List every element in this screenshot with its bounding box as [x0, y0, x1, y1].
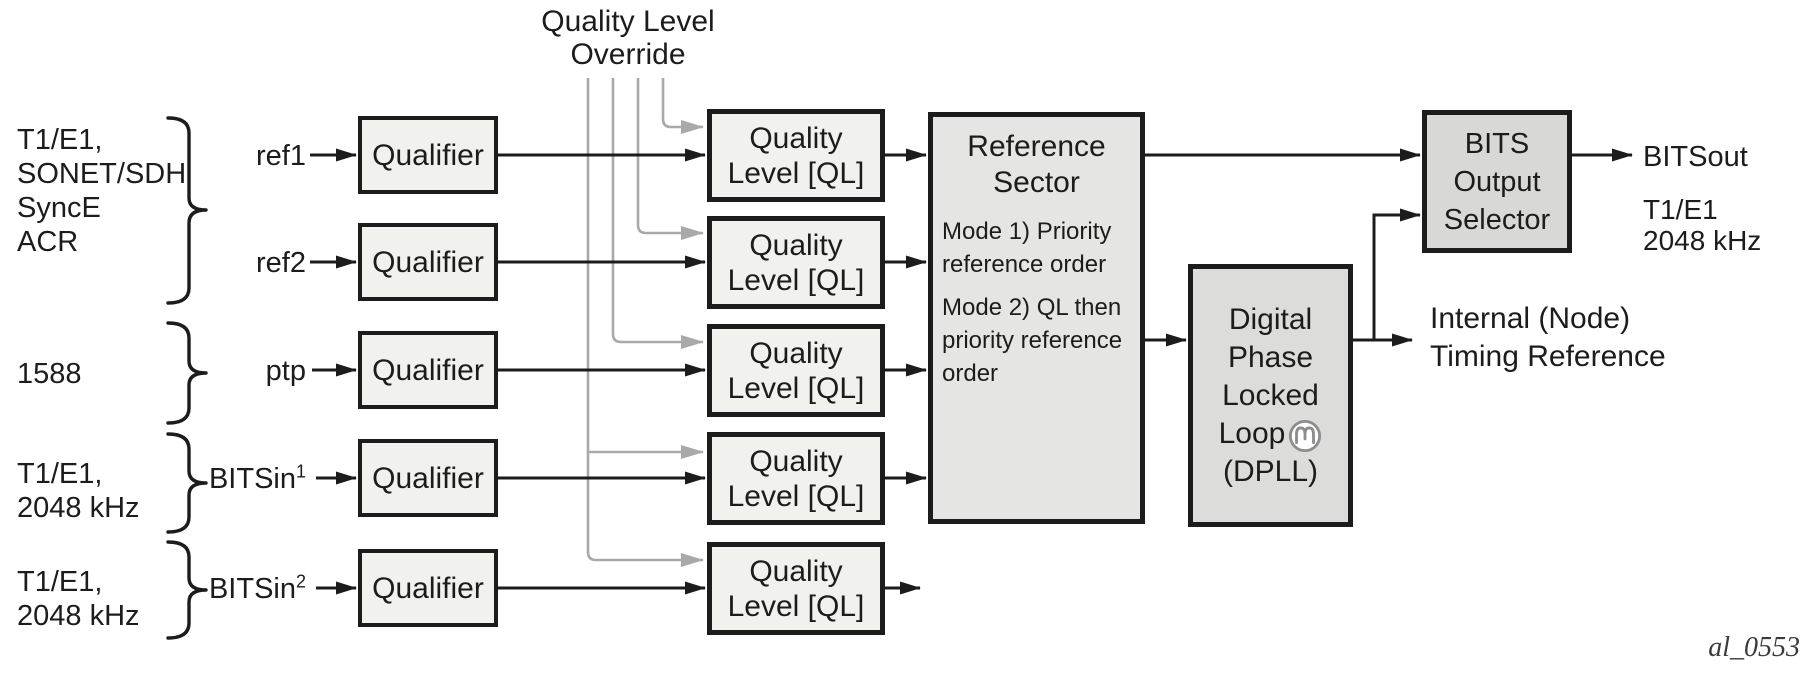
bitsout-detail-label: T1/E1 2048 kHz: [1643, 194, 1762, 256]
quality-level-box-4: Quality Level [QL]: [707, 432, 885, 525]
input-label-sup: 1: [295, 461, 306, 482]
oscillator-wave-icon: [1289, 419, 1322, 452]
source-group1-label: T1/E1, SONET/SDH SyncE ACR: [17, 124, 187, 258]
input-label-sup: 2: [295, 571, 306, 592]
override-line-ql2: [636, 78, 704, 240]
figure-id-watermark: al_0553: [1708, 632, 1800, 663]
override-line-ql3: [611, 78, 704, 349]
qualifier-box-4: Qualifier: [358, 439, 498, 517]
source-group3-label: T1/E1, 2048 kHz: [17, 458, 140, 524]
input-label-text: ptp: [265, 355, 306, 387]
input-label-ptp: ptp: [146, 354, 306, 388]
qualifier-box-2: Qualifier: [358, 223, 498, 301]
source-group4-label: T1/E1, 2048 kHz: [17, 566, 140, 632]
arrow-dpll-to-bits-selector: [1372, 208, 1421, 340]
bits-output-selector-label: BITS Output Selector: [1443, 127, 1551, 236]
dpll-loop-row: Loop: [1219, 415, 1323, 453]
input-label-text: BITSin: [208, 463, 296, 495]
brace-source-group3: [166, 432, 208, 534]
reference-selector-mode1: Mode 1) Priority reference order: [942, 218, 1112, 278]
quality-level-box-1: Quality Level [QL]: [707, 109, 885, 202]
quality-level-box-2: Quality Level [QL]: [707, 216, 885, 309]
qualifier-box-3: Qualifier: [358, 331, 498, 409]
quality-level-box-3: Quality Level [QL]: [707, 324, 885, 417]
override-line-ql5: [586, 78, 704, 567]
input-label-text: BITSin: [208, 573, 296, 605]
dpll-label-top: Digital Phase Locked: [1222, 302, 1319, 412]
input-label-bitsin2: BITSin2: [146, 572, 306, 606]
dpll-box: Digital Phase Locked Loop (DPLL): [1188, 264, 1353, 527]
reference-selector-mode2: Mode 2) QL then priority reference order: [942, 294, 1123, 387]
dpll-loop-label: Loop: [1218, 416, 1286, 450]
input-label-ref2: ref2: [146, 246, 306, 280]
quality-level-box-5: Quality Level [QL]: [707, 542, 885, 635]
quality-level-override-label: Quality Level Override: [541, 5, 715, 71]
source-group2-label: 1588: [17, 358, 82, 390]
override-line-ql1: [661, 78, 704, 134]
qualifier-box-1: Qualifier: [358, 116, 498, 194]
reference-selector-title: Reference Sector: [967, 130, 1106, 199]
input-label-text: ref2: [256, 247, 306, 279]
bitsout-label: BITSout: [1643, 141, 1748, 173]
brace-source-group1: [166, 116, 208, 305]
brace-source-group4: [166, 540, 208, 640]
input-label-text: ref1: [256, 140, 306, 172]
dpll-label-suffix: (DPLL): [1222, 454, 1319, 488]
input-label-bitsin1: BITSin1: [146, 462, 306, 496]
qualifier-box-5: Qualifier: [358, 549, 498, 627]
reference-selector-box: Reference Sector Mode 1) Priority refere…: [928, 112, 1145, 524]
internal-timing-reference-label: Internal (Node) Timing Reference: [1430, 302, 1666, 373]
brace-source-group2: [166, 321, 208, 425]
bits-output-selector-box: BITS Output Selector: [1422, 110, 1572, 253]
input-label-ref1: ref1: [146, 139, 306, 173]
